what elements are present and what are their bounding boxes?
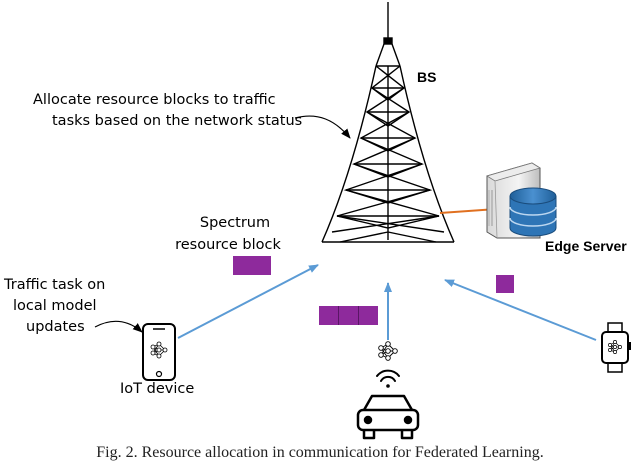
- annotation-arrow-allocate: [294, 115, 351, 139]
- uplink-arrow-iot: [177, 264, 319, 339]
- spectrum-label-line1: Spectrum: [199, 215, 271, 231]
- tower-icon: [321, 2, 455, 243]
- traffic-label-line2: local model: [13, 298, 97, 314]
- iot-device-label: IoT device: [120, 381, 195, 397]
- neural-net-icon: [150, 341, 168, 359]
- resource-block-car-1: [319, 306, 338, 325]
- uplink-arrow-watch: [444, 279, 597, 341]
- figure-caption: Fig. 2. Resource allocation in communica…: [96, 444, 544, 461]
- annotation-arrow-traffic: [94, 320, 143, 333]
- allocate-label-line1: Allocate resource blocks to traffic: [33, 92, 276, 108]
- neural-net-icon: [608, 340, 622, 354]
- wifi-icon: [376, 369, 400, 388]
- spectrum-label-line2: resource block: [175, 237, 281, 253]
- neural-net-icon: [378, 341, 398, 361]
- allocate-label-line2: tasks based on the network status: [52, 113, 303, 129]
- edge-server-label: Edge Server: [545, 238, 627, 254]
- resource-block-car-2: [339, 306, 358, 325]
- car-icon: [356, 394, 420, 440]
- bs-label: BS: [417, 69, 437, 85]
- database-icon: [509, 187, 557, 237]
- traffic-label-line1: Traffic task on: [4, 277, 106, 293]
- resource-block-watch: [496, 275, 514, 293]
- resource-block-spectrum: [233, 256, 271, 275]
- traffic-label-line3: updates: [26, 319, 85, 335]
- resource-block-car-3: [359, 306, 378, 325]
